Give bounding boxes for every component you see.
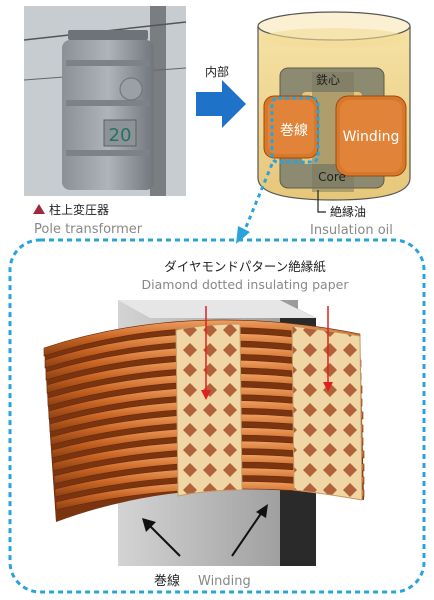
right-arrow-icon [196,80,246,128]
inside-arrow-label: 内部 [205,64,229,79]
core-label-jp: 鉄心 [316,72,340,87]
winding-label-en: Winding [343,129,400,145]
winding-coil-right [335,95,407,177]
core-label-en: Core [318,170,346,184]
caption-marker-icon [33,204,45,214]
winding-pointer-left [142,518,181,557]
detail-winding-label-en: Winding [198,574,251,589]
detail-highlight-box [270,96,320,164]
oil-pointer-line [317,190,326,213]
photo-caption-jp: 柱上変圧器 [49,202,109,217]
detail-frame [8,238,426,594]
oil-label-jp: 絶縁油 [330,204,366,219]
paper-pointer-right [323,306,333,392]
insulating-paper-right [291,325,363,501]
detail-winding-label-jp: 巻線 [154,573,180,589]
oil-label-en: Insulation oil [310,223,393,238]
plate-number: 20 [109,125,132,146]
paper-pointer-left [201,306,211,400]
insulating-paper-left [175,323,243,497]
winding-coil-left [263,95,319,159]
paper-label-en: Diamond dotted insulating paper [142,277,350,292]
winding-label-jp: 巻線 [280,123,308,139]
winding-pointer-right [231,504,268,557]
pole-transformer-photo: 20 [23,6,187,196]
photo-caption-en: Pole transformer [34,222,143,237]
paper-label-jp: ダイヤモンドパターン絶縁紙 [164,259,326,274]
winding-stack [43,319,365,522]
